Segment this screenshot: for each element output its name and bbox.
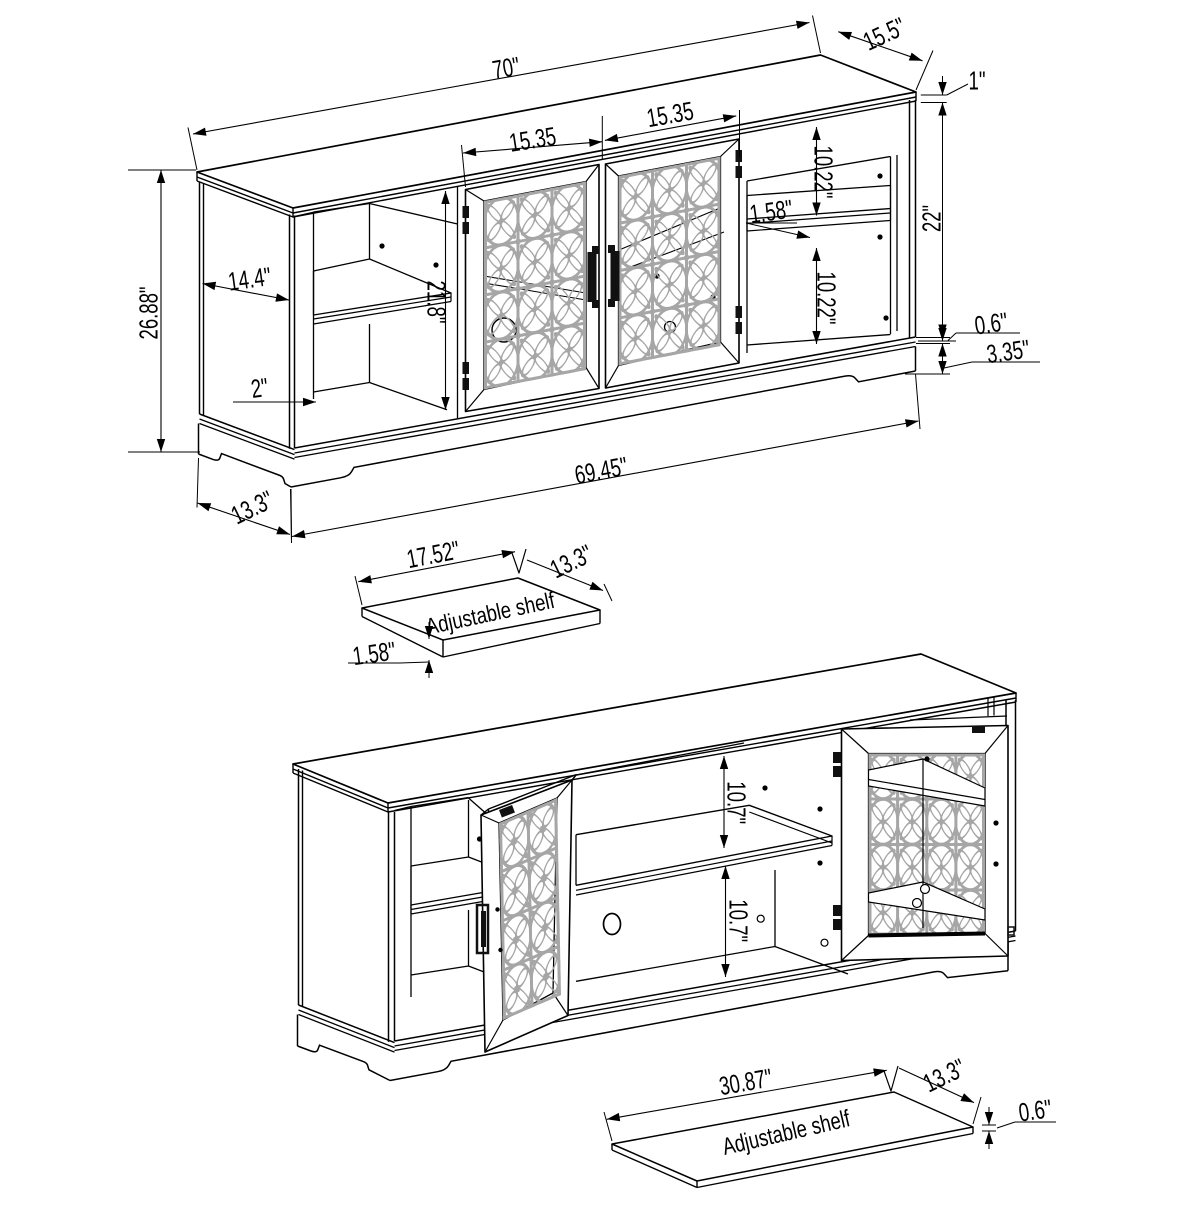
svg-text:0.6": 0.6": [1017, 1093, 1054, 1127]
svg-text:21.8": 21.8": [422, 281, 452, 324]
svg-text:10.22": 10.22": [812, 272, 842, 325]
svg-text:10.22": 10.22": [809, 146, 839, 199]
svg-text:14.4": 14.4": [226, 261, 273, 297]
svg-text:26.88": 26.88": [133, 287, 163, 340]
svg-text:15.35: 15.35: [507, 121, 558, 158]
svg-text:3.35": 3.35": [985, 334, 1032, 370]
svg-text:2": 2": [249, 372, 270, 404]
svg-text:1.58": 1.58": [351, 636, 398, 672]
svg-text:10.7": 10.7": [723, 899, 753, 942]
svg-text:1.58": 1.58": [748, 194, 795, 230]
svg-text:22": 22": [916, 205, 946, 232]
svg-text:1": 1": [969, 65, 986, 95]
svg-text:70": 70": [490, 51, 522, 85]
svg-text:10.7": 10.7": [721, 781, 751, 824]
svg-text:0.6": 0.6": [973, 306, 1010, 340]
